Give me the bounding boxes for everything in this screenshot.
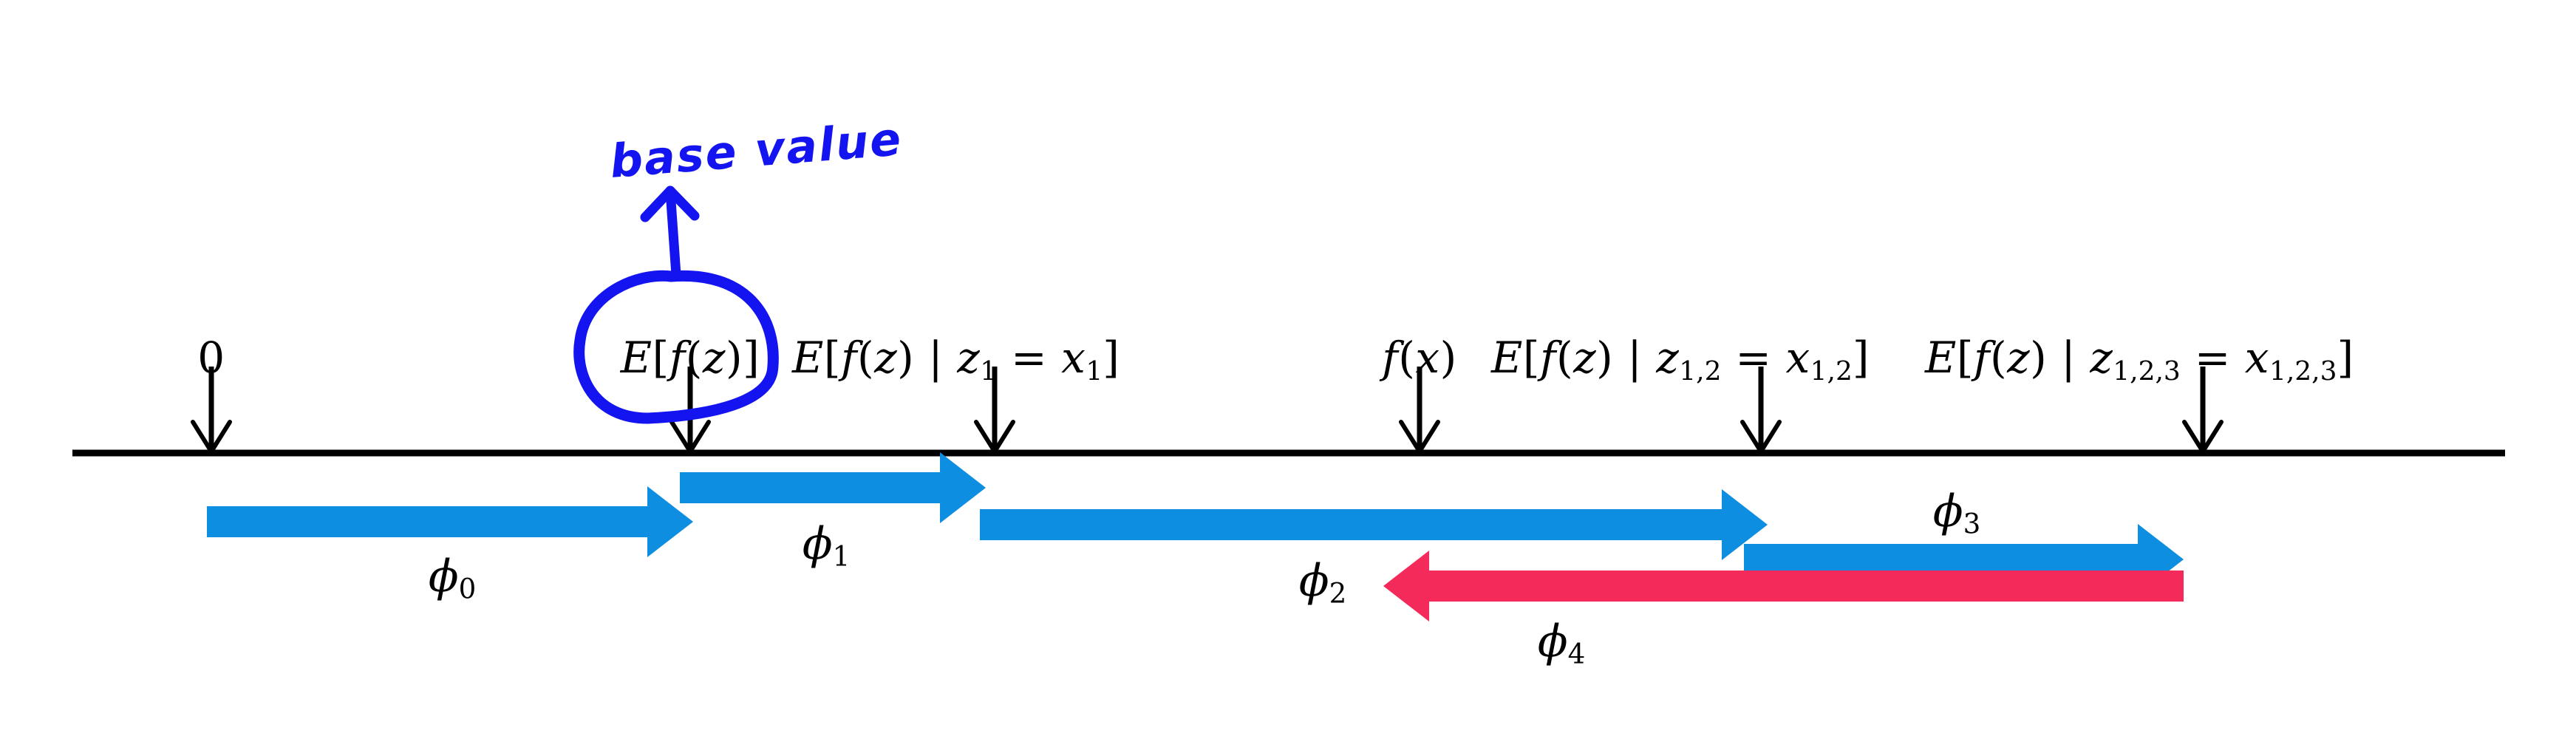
axis-label-conditional-z12: E[f(z) | z1,2 = x1,2] xyxy=(1491,333,1870,387)
base-value-circle xyxy=(573,270,779,424)
phi-symbol: ϕ xyxy=(1932,486,1963,537)
tick-arrowhead xyxy=(2182,420,2224,456)
tick-arrowhead xyxy=(1740,420,1782,456)
phi-3-label: ϕ3 xyxy=(1933,489,1981,538)
phi-0-label: ϕ0 xyxy=(429,554,477,603)
phi-1-label: ϕ1 xyxy=(803,522,851,571)
axis-label-zero: 0 xyxy=(197,333,225,383)
axis-label-fx: f(x) xyxy=(1382,333,1457,383)
phi-symbol: ϕ xyxy=(802,518,833,570)
phi-symbol: ϕ xyxy=(1537,616,1568,667)
base-value-pointer-arrowhead xyxy=(640,185,700,222)
phi-4-label: ϕ4 xyxy=(1538,619,1586,668)
base-value-pointer-line xyxy=(665,185,681,280)
phi-0-arrow xyxy=(207,486,693,557)
tick-zero-arrow xyxy=(191,367,232,456)
phi-2-arrow xyxy=(980,489,1768,560)
tick-arrowhead xyxy=(1399,420,1440,456)
phi-2-label: ϕ2 xyxy=(1299,559,1347,607)
tick-arrowhead xyxy=(669,420,711,456)
phi-index: 0 xyxy=(458,572,477,605)
phi-index: 1 xyxy=(832,539,851,573)
axis-label-conditional-z123: E[f(z) | z1,2,3 = x1,2,3] xyxy=(1925,333,2354,387)
axis-tick-group xyxy=(191,367,2224,456)
axis-label-expected-value: E[f(z)] xyxy=(620,333,760,383)
base-value-annotation-group xyxy=(573,185,779,424)
phi-4-arrow xyxy=(1383,551,2184,621)
contribution-arrow-group xyxy=(207,452,2184,621)
tick-z1-arrow xyxy=(974,367,1015,456)
axis-label-conditional-z1: E[f(z) | z1 = x1] xyxy=(792,333,1120,387)
phi-index: 3 xyxy=(1963,507,1981,540)
tick-fx-arrow xyxy=(1399,367,1440,456)
phi-index: 2 xyxy=(1329,576,1347,610)
tick-z123-arrow xyxy=(2182,367,2224,456)
phi-3-arrow xyxy=(1744,524,2184,595)
tick-arrowhead xyxy=(191,420,232,456)
phi-symbol: ϕ xyxy=(428,551,459,602)
phi-symbol: ϕ xyxy=(1298,555,1329,607)
tick-z12-arrow xyxy=(1740,367,1782,456)
tick-arrowhead xyxy=(974,420,1015,456)
phi-index: 4 xyxy=(1567,637,1586,670)
phi-1-arrow xyxy=(680,452,986,523)
